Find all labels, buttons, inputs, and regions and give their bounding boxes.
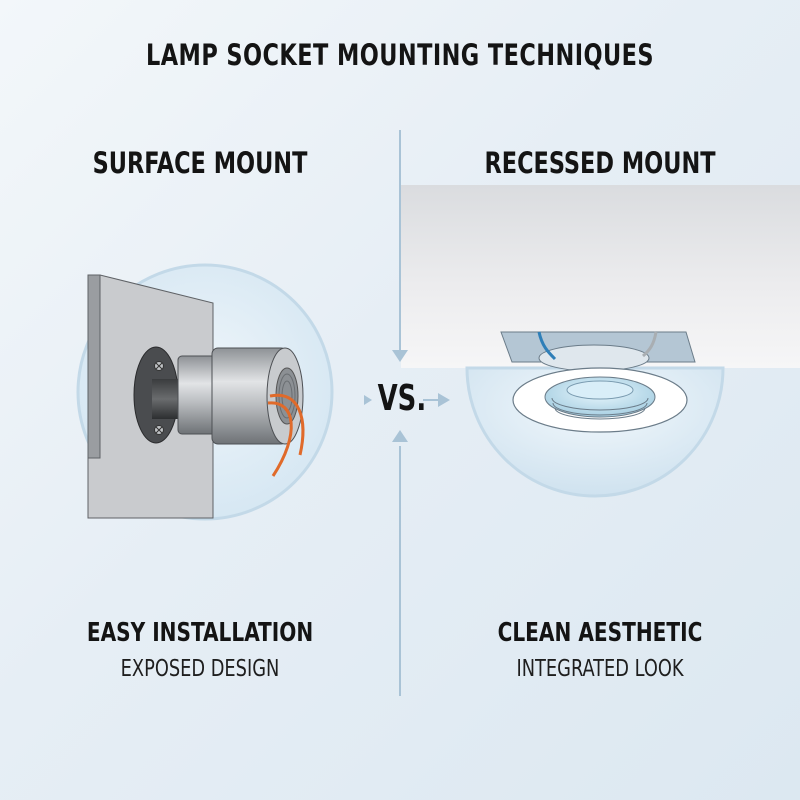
vs-label: VS. — [377, 378, 427, 419]
page-title: LAMP SOCKET MOUNTING TECHNIQUES — [146, 38, 654, 72]
center-divider-top — [399, 130, 401, 358]
wire-gray — [642, 331, 658, 358]
wire-orange — [267, 401, 293, 477]
arrow-right-icon — [364, 395, 372, 405]
arrow-right-icon — [438, 393, 450, 407]
surface-mount-heading: SURFACE MOUNT — [92, 146, 308, 180]
arrow-down-icon — [392, 350, 408, 362]
recessed-feature-label: CLEAN AESTHETIC — [497, 618, 703, 648]
recessed-mount-heading: RECESSED MOUNT — [484, 146, 716, 180]
arrow-up-icon — [392, 430, 408, 442]
recessed-subfeature-label: INTEGRATED LOOK — [516, 656, 684, 682]
surface-subfeature-label: EXPOSED DESIGN — [120, 656, 280, 682]
wire-blue — [537, 331, 557, 361]
surface-feature-label: EASY INSTALLATION — [86, 618, 314, 648]
wire-orange — [269, 393, 305, 456]
center-divider-bottom — [399, 446, 401, 696]
